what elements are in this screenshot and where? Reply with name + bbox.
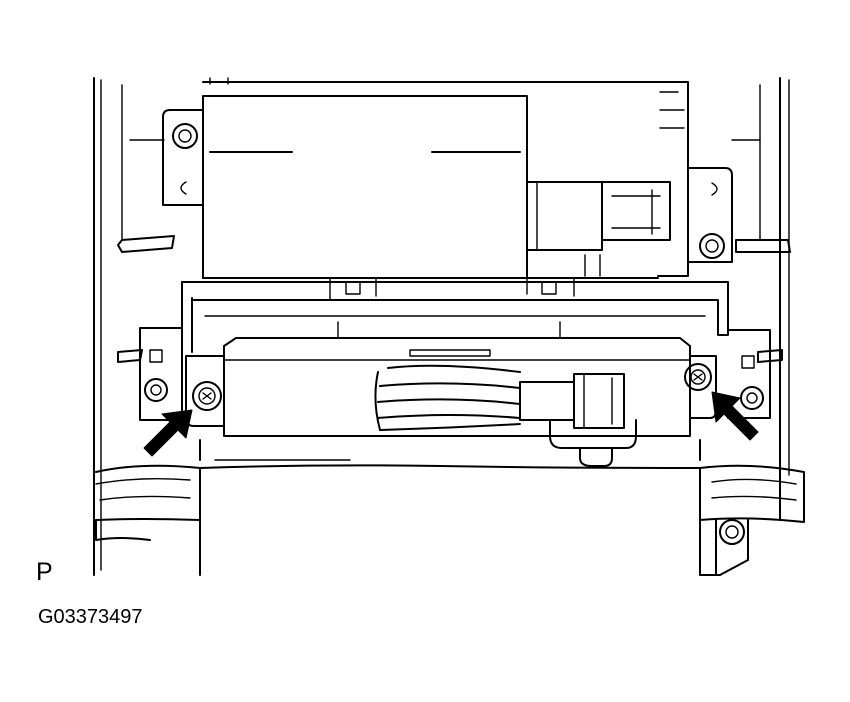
upper-unit (162, 77, 733, 301)
side-clips (117, 235, 791, 363)
lower-console (95, 464, 805, 576)
right-mounting-screw (684, 363, 712, 391)
left-mounting-screw (192, 381, 222, 411)
console-side-walls (93, 77, 790, 576)
figure-code: G03373497 (38, 606, 143, 628)
lower-module (185, 321, 717, 467)
view-label: P (36, 558, 53, 586)
arrow-icon (711, 391, 759, 441)
arrow-icon (143, 409, 193, 457)
